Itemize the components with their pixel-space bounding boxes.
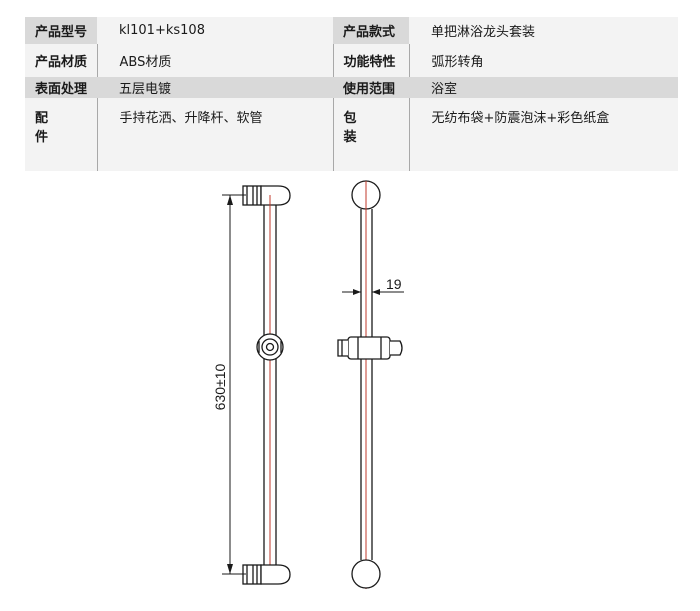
- spec-value: ABS材质: [96, 44, 333, 77]
- diameter-dimension: 19: [342, 276, 404, 295]
- side-view: 19: [337, 180, 404, 589]
- spec-label: 产品型号: [25, 17, 97, 44]
- spec-table: 产品型号 kl101+ks108 产品款式 单把淋浴龙头套装 产品材质 ABS材…: [25, 17, 678, 171]
- spec-label: 表面处理: [25, 77, 97, 98]
- bottom-cap: [351, 559, 381, 589]
- spec-value: 无纺布袋+防震泡沫+彩色纸盒: [408, 98, 678, 171]
- spec-label: 产品材质: [25, 44, 97, 77]
- front-view: 630±10: [212, 185, 291, 585]
- shower-rail-technical-drawing: 630±10 19: [212, 180, 404, 589]
- slider-holder: [337, 336, 403, 360]
- height-dimension: 630±10: [212, 194, 246, 575]
- spec-label: 功能特性: [332, 44, 409, 77]
- diameter-dimension-label: 19: [386, 276, 402, 292]
- bottom-bracket: [242, 564, 291, 585]
- slider-knob: [256, 333, 284, 361]
- spec-value: kl101+ks108: [97, 17, 333, 44]
- spec-value: 浴室: [409, 77, 678, 98]
- spec-row-material: 产品材质 ABS材质 功能特性 弧形转角: [25, 44, 678, 77]
- height-dimension-label: 630±10: [212, 363, 228, 410]
- top-bracket: [242, 185, 291, 206]
- spec-value: 弧形转角: [408, 44, 678, 77]
- spec-row-model: 产品型号 kl101+ks108 产品款式 单把淋浴龙头套装: [25, 17, 678, 44]
- spec-row-accessories: 配件 手持花洒、升降杆、软管 包装 无纺布袋+防震泡沫+彩色纸盒: [25, 98, 678, 171]
- spec-label: 配件: [25, 98, 97, 171]
- spec-value: 单把淋浴龙头套装: [409, 17, 678, 44]
- spec-row-finish: 表面处理 五层电镀 使用范围 浴室: [25, 77, 678, 98]
- spec-label: 包装: [332, 98, 409, 171]
- spec-label: 使用范围: [333, 77, 409, 98]
- spec-label: 产品款式: [333, 17, 409, 44]
- spec-value: 手持花洒、升降杆、软管: [96, 98, 333, 171]
- spec-value: 五层电镀: [97, 77, 333, 98]
